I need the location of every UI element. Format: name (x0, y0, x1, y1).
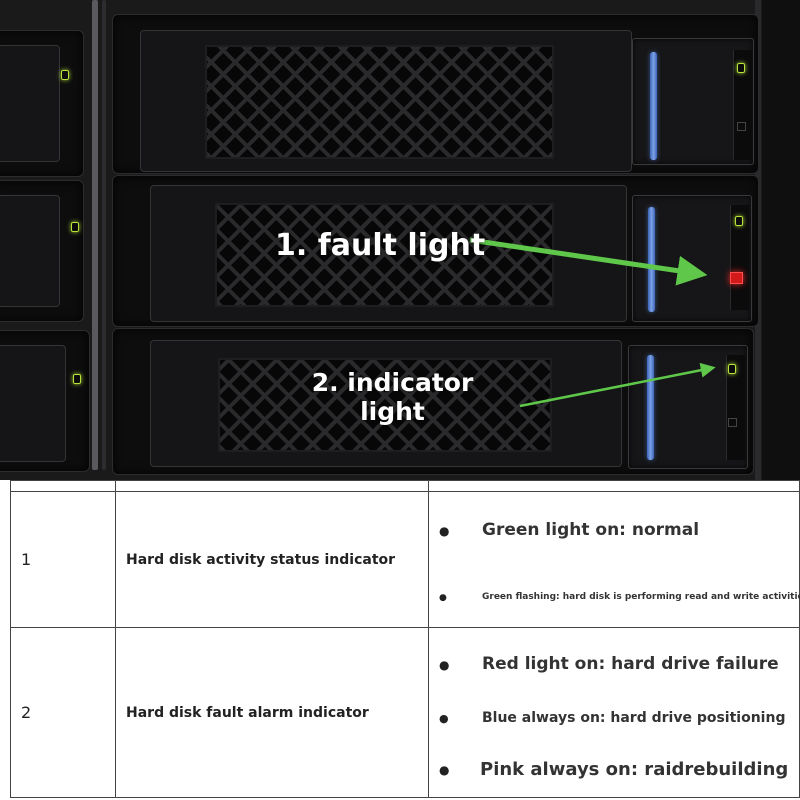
indicator-description: ● Red light on: hard drive failure ● Blu… (428, 627, 800, 798)
activity-led-1 (737, 63, 745, 73)
left-drive-tray-3 (0, 345, 66, 462)
bullet-icon: ● (439, 763, 450, 777)
drive-grille-3 (218, 358, 552, 452)
left-activity-led-1 (61, 70, 69, 80)
description-text: Blue always on: hard drive positioning (482, 710, 786, 726)
indicator-light-arrow (519, 362, 716, 408)
fault-led-red (730, 272, 743, 284)
row-number: 1 (10, 491, 116, 628)
indicator-light-label-line2: light (360, 397, 425, 426)
header-cell (115, 480, 429, 492)
blue-strip-1 (650, 52, 657, 160)
annotation-arrows (469, 237, 716, 408)
fault-light-label: 1. fault light (275, 228, 486, 263)
indicator-name: Hard disk fault alarm indicator (115, 627, 429, 798)
indicator-description: ● Green light on: normal ● Green flashin… (428, 491, 800, 628)
table-header-row (10, 480, 800, 492)
chassis-rail (92, 0, 98, 470)
description-text: Pink always on: raidrebuilding (480, 759, 789, 780)
left-drive-tray-2 (0, 195, 60, 307)
fault-led-3 (728, 418, 737, 427)
indicator-name: Hard disk activity status indicator (115, 491, 429, 628)
description-text: Green light on: normal (482, 520, 700, 540)
header-cell (428, 480, 800, 492)
left-activity-led-2 (71, 222, 79, 232)
description-text: Green flashing: hard disk is performing … (482, 592, 800, 602)
activity-led-2 (735, 216, 743, 226)
chassis-rail-2 (102, 0, 106, 470)
row-number: 2 (10, 627, 116, 798)
led-panel-1 (733, 50, 752, 160)
header-cell (10, 480, 116, 492)
drive-grille-2 (215, 203, 554, 307)
table-row: 2 Hard disk fault alarm indicator ● Red … (10, 627, 800, 798)
bullet-icon: ● (439, 524, 450, 538)
activity-led-3-highlighted (728, 364, 736, 374)
fault-light-arrow (469, 237, 708, 286)
bullet-icon: ● (439, 712, 449, 725)
indicator-table: 1 Hard disk activity status indicator ● … (10, 480, 800, 798)
drive-bay-photo: 1. fault light 2. indicator light (0, 0, 800, 480)
indicator-table-area: 1 Hard disk activity status indicator ● … (0, 480, 800, 800)
bullet-icon: ● (439, 658, 450, 672)
left-drive-tray-1 (0, 45, 60, 162)
blue-strip-3 (647, 355, 654, 460)
indicator-light-label-line1: 2. indicator (311, 368, 474, 397)
description-text: Red light on: hard drive failure (482, 654, 779, 674)
blue-strip-2 (648, 207, 655, 312)
fault-led-1 (737, 122, 746, 131)
drive-grille-1 (205, 45, 554, 159)
table-row: 1 Hard disk activity status indicator ● … (10, 491, 800, 628)
left-activity-led-3 (73, 374, 81, 384)
bullet-icon: ● (439, 593, 447, 603)
led-panel-3 (726, 355, 745, 460)
chassis-right-edge (762, 0, 800, 480)
